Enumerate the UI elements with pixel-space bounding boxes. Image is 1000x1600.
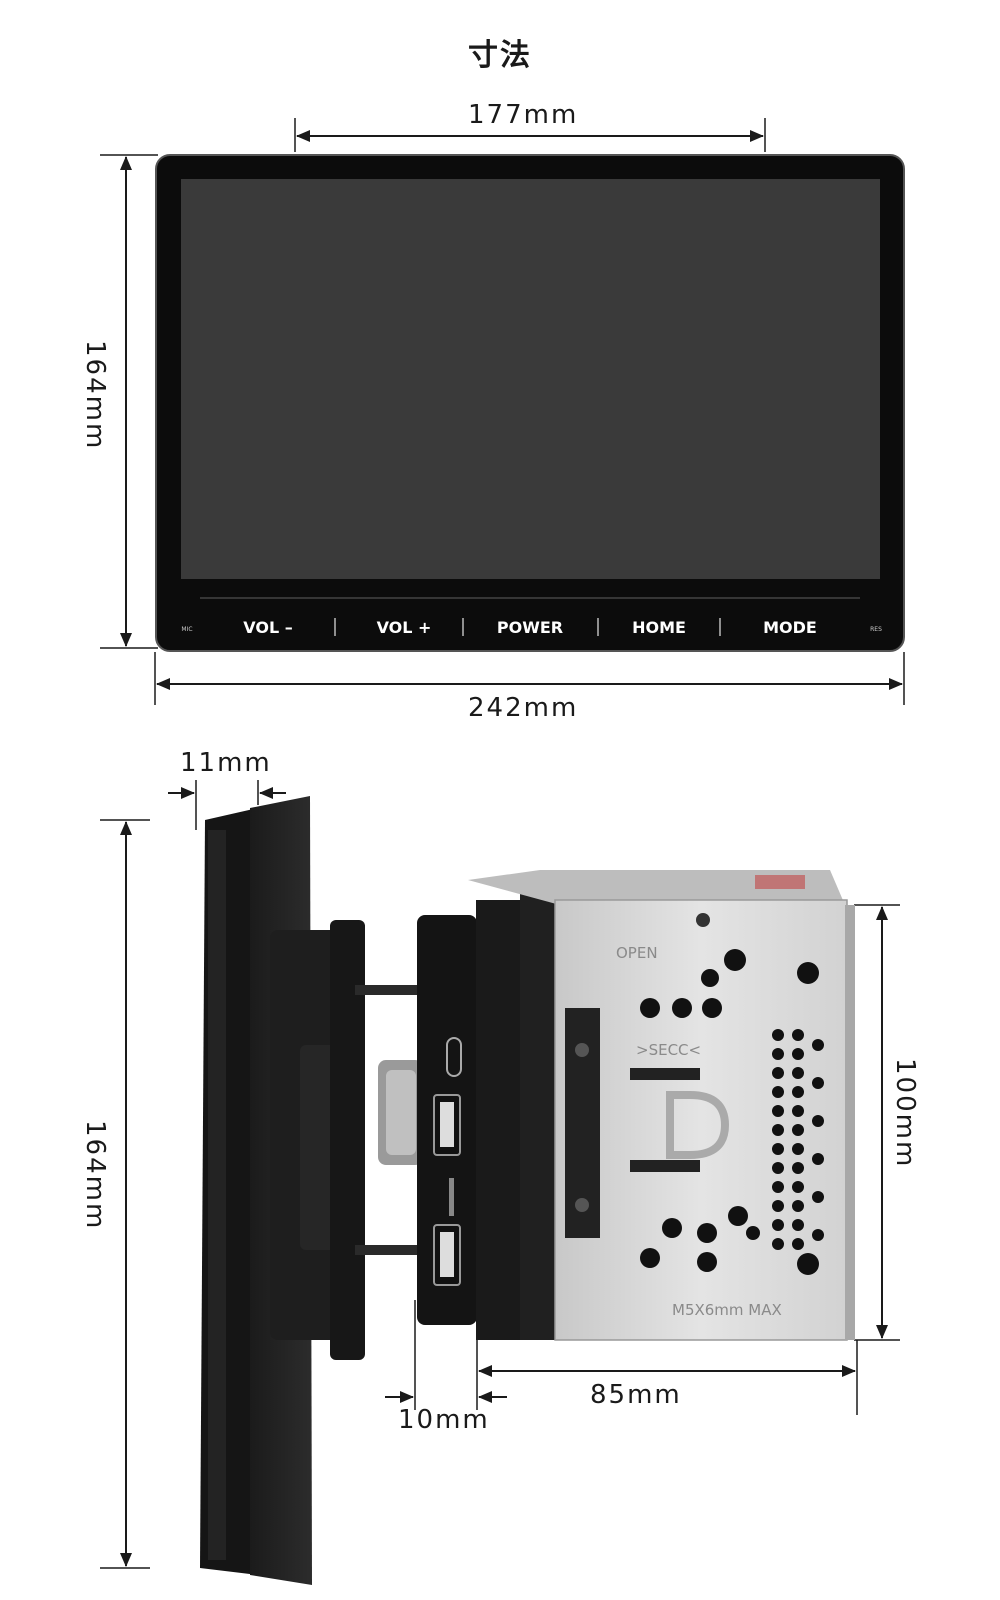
chassis-hole <box>772 1219 784 1231</box>
chassis-hole <box>772 1181 784 1193</box>
chassis-hole <box>672 998 692 1018</box>
vol-up-button[interactable]: VOL + <box>377 618 432 637</box>
mic-label: MIC <box>181 626 192 633</box>
chassis-hole <box>792 1105 804 1117</box>
device-screen <box>181 179 880 579</box>
chassis-hole <box>640 1248 660 1268</box>
chassis-hole <box>812 1153 824 1165</box>
dim-label-100: 100mm <box>890 1058 920 1169</box>
page-title: 寸法 <box>468 38 532 73</box>
chassis-hole <box>697 1252 717 1272</box>
chassis-hole <box>772 1086 784 1098</box>
sd-slot <box>449 1178 454 1216</box>
chassis-hole <box>792 1143 804 1155</box>
chassis-hole <box>812 1115 824 1127</box>
dim-label-164-front: 164mm <box>80 340 110 451</box>
front-view <box>100 118 905 705</box>
dim-label-85: 85mm <box>590 1380 682 1410</box>
chassis-hole <box>772 1124 784 1136</box>
mode-button[interactable]: MODE <box>763 618 817 637</box>
chassis-hole <box>812 1039 824 1051</box>
chassis-hole <box>792 1124 804 1136</box>
res-label: RES <box>870 626 882 633</box>
chassis-hole <box>797 1253 819 1275</box>
dim-label-11: 11mm <box>180 748 272 778</box>
chassis-hole <box>724 949 746 971</box>
chassis-hole <box>792 1219 804 1231</box>
chassis-hole <box>746 1226 760 1240</box>
chassis-hole <box>772 1162 784 1174</box>
chassis-hole <box>772 1105 784 1117</box>
chassis-hole <box>812 1191 824 1203</box>
chassis-screw-label: M5X6mm MAX <box>672 1301 782 1319</box>
home-button[interactable]: HOME <box>632 618 686 637</box>
chassis-hole <box>792 1200 804 1212</box>
chassis-hole <box>792 1067 804 1079</box>
chassis-hole <box>792 1086 804 1098</box>
dim-label-242: 242mm <box>468 693 579 723</box>
chassis-hole <box>772 1048 784 1060</box>
chassis-hole <box>701 969 719 987</box>
chassis-hole <box>772 1029 784 1041</box>
dim-label-10: 10mm <box>398 1405 490 1435</box>
vol-down-button[interactable]: VOL – <box>243 618 292 637</box>
chassis-open-label: OPEN <box>616 944 658 962</box>
chassis-hole <box>812 1229 824 1241</box>
dim-label-164-side: 164mm <box>80 1120 110 1231</box>
dim-label-177: 177mm <box>468 100 579 130</box>
chassis-hole <box>640 998 660 1018</box>
chassis-hole <box>728 1206 748 1226</box>
chassis-hole <box>702 998 722 1018</box>
usb-c-port <box>446 1037 462 1077</box>
chassis-hole <box>772 1200 784 1212</box>
chassis-hole <box>797 962 819 984</box>
chassis-hole <box>792 1181 804 1193</box>
chassis-hole <box>792 1029 804 1041</box>
power-button[interactable]: POWER <box>497 618 563 637</box>
chassis-hole <box>792 1162 804 1174</box>
chassis-hole <box>772 1067 784 1079</box>
chassis-hole <box>697 1223 717 1243</box>
chassis-hole <box>792 1048 804 1060</box>
chassis-hole <box>812 1077 824 1089</box>
chassis-secc-label: >SECC< <box>636 1041 701 1059</box>
chassis-hole <box>772 1238 784 1250</box>
chassis-hole <box>662 1218 682 1238</box>
chassis-holes <box>640 949 824 1275</box>
chassis-hole <box>772 1143 784 1155</box>
chassis-hole <box>792 1238 804 1250</box>
